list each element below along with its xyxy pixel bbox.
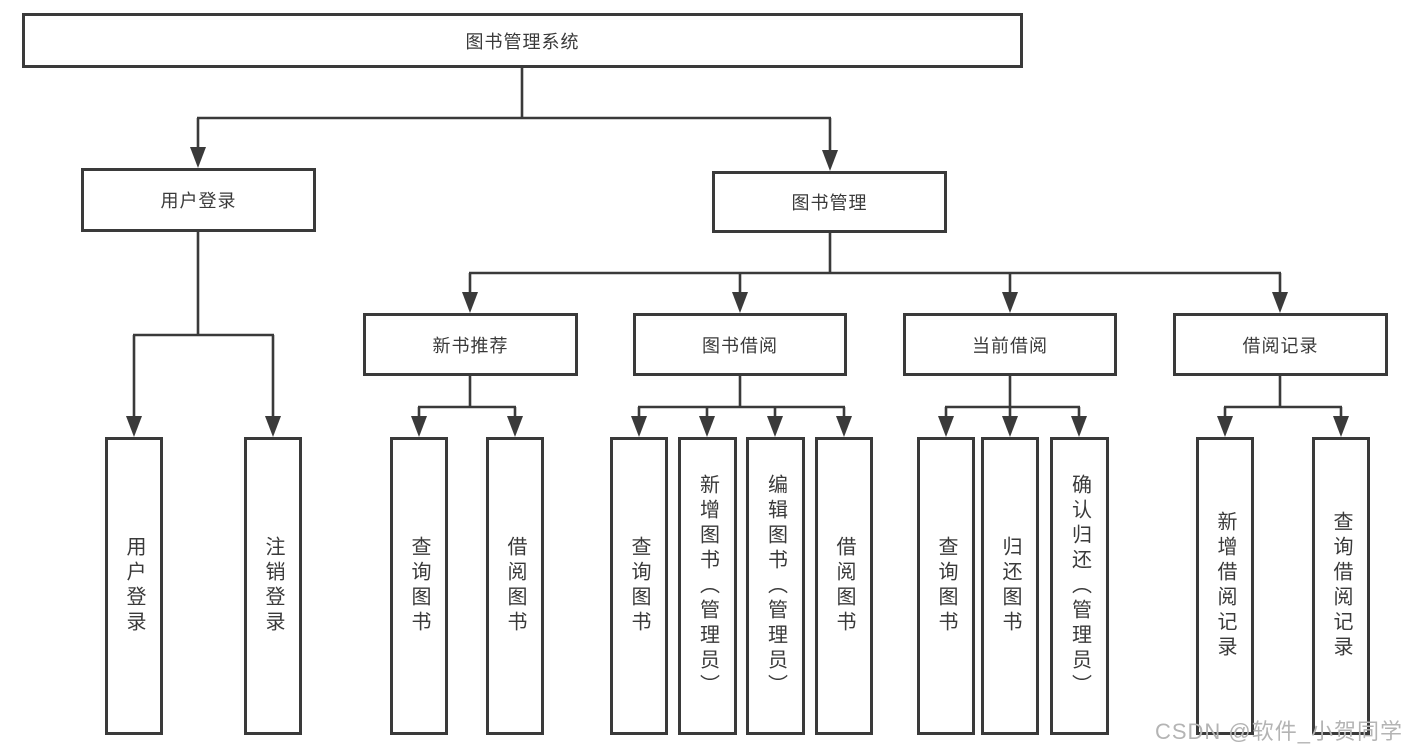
node-leaf-record-query: 查询借阅记录	[1312, 437, 1370, 735]
arrowhead	[265, 416, 281, 437]
csdn-watermark: CSDN @软件_小贺同学	[1154, 719, 1403, 744]
node-leaf-borrow-add-admin: 新增图书（管理员）	[678, 437, 737, 735]
node-leaf-borrow-query: 查询图书	[610, 437, 668, 735]
node-label: 借阅图书	[504, 536, 526, 636]
node-leaf-newbook-borrow: 借阅图书	[486, 437, 544, 735]
node-borrowing-records: 借阅记录	[1173, 313, 1388, 376]
node-label: 用户登录	[160, 191, 237, 211]
node-label: 查询图书	[408, 536, 430, 636]
node-book-management: 图书管理	[712, 171, 947, 233]
arrowhead	[126, 416, 142, 437]
node-label: 查询借阅记录	[1330, 511, 1352, 661]
arrowhead	[699, 416, 715, 437]
connector-bookmgmt-to-level3	[468, 233, 1282, 296]
node-leaf-logout: 注销登录	[244, 437, 302, 735]
arrowhead	[822, 150, 838, 171]
connector-userlogin-to-children	[132, 232, 275, 419]
node-root-system: 图书管理系统	[22, 13, 1023, 68]
node-label: 新书推荐	[432, 335, 509, 356]
arrowhead	[938, 416, 954, 437]
node-book-borrowing: 图书借阅	[633, 313, 847, 376]
node-label: 新增借阅记录	[1214, 511, 1236, 661]
node-label: 确认归还（管理员）	[1068, 473, 1091, 699]
node-leaf-record-add: 新增借阅记录	[1196, 437, 1254, 735]
arrowhead	[836, 416, 852, 437]
node-leaf-user-login: 用户登录	[105, 437, 163, 735]
node-label: 图书管理	[791, 193, 868, 213]
arrowhead	[507, 416, 523, 437]
node-leaf-current-return: 归还图书	[981, 437, 1039, 735]
node-label: 用户登录	[123, 536, 145, 636]
node-label: 编辑图书（管理员）	[764, 473, 787, 699]
node-leaf-borrow-borrow: 借阅图书	[815, 437, 873, 735]
node-leaf-borrow-edit-admin: 编辑图书（管理员）	[746, 437, 805, 735]
arrowheads	[126, 147, 1349, 437]
arrowhead	[1002, 416, 1018, 437]
arrowhead	[1002, 292, 1018, 313]
node-leaf-newbook-query: 查询图书	[390, 437, 448, 735]
arrowhead	[631, 416, 647, 437]
arrowhead	[1217, 416, 1233, 437]
node-leaf-current-confirm-admin: 确认归还（管理员）	[1050, 437, 1109, 735]
node-label: 图书管理系统	[465, 31, 580, 52]
arrowhead	[462, 292, 478, 313]
node-label: 注销登录	[262, 536, 284, 636]
arrowhead	[732, 292, 748, 313]
arrowhead	[1333, 416, 1349, 437]
arrowhead	[767, 416, 783, 437]
node-label: 归还图书	[999, 536, 1021, 636]
node-new-book-recommend: 新书推荐	[363, 313, 578, 376]
node-label: 查询图书	[628, 536, 650, 636]
node-label: 新增图书（管理员）	[696, 473, 719, 699]
arrowhead	[1272, 292, 1288, 313]
node-label: 查询图书	[935, 536, 957, 636]
node-label: 借阅记录	[1242, 335, 1319, 356]
arrowhead	[411, 416, 427, 437]
node-leaf-current-query: 查询图书	[917, 437, 975, 735]
node-label: 当前借阅	[972, 335, 1048, 356]
node-current-borrowing: 当前借阅	[903, 313, 1117, 376]
node-label: 图书借阅	[702, 335, 778, 356]
connector-current-to-children	[944, 376, 1081, 419]
arrowhead	[1071, 416, 1087, 437]
connector-borrowing-to-children	[637, 376, 846, 419]
node-label: 借阅图书	[833, 536, 855, 636]
arrowhead	[190, 147, 206, 168]
connector-newbooks-to-children	[417, 376, 517, 419]
node-user-login-group: 用户登录	[81, 168, 316, 232]
connector-root-to-level2	[196, 68, 832, 153]
connector-records-to-children	[1223, 376, 1343, 419]
